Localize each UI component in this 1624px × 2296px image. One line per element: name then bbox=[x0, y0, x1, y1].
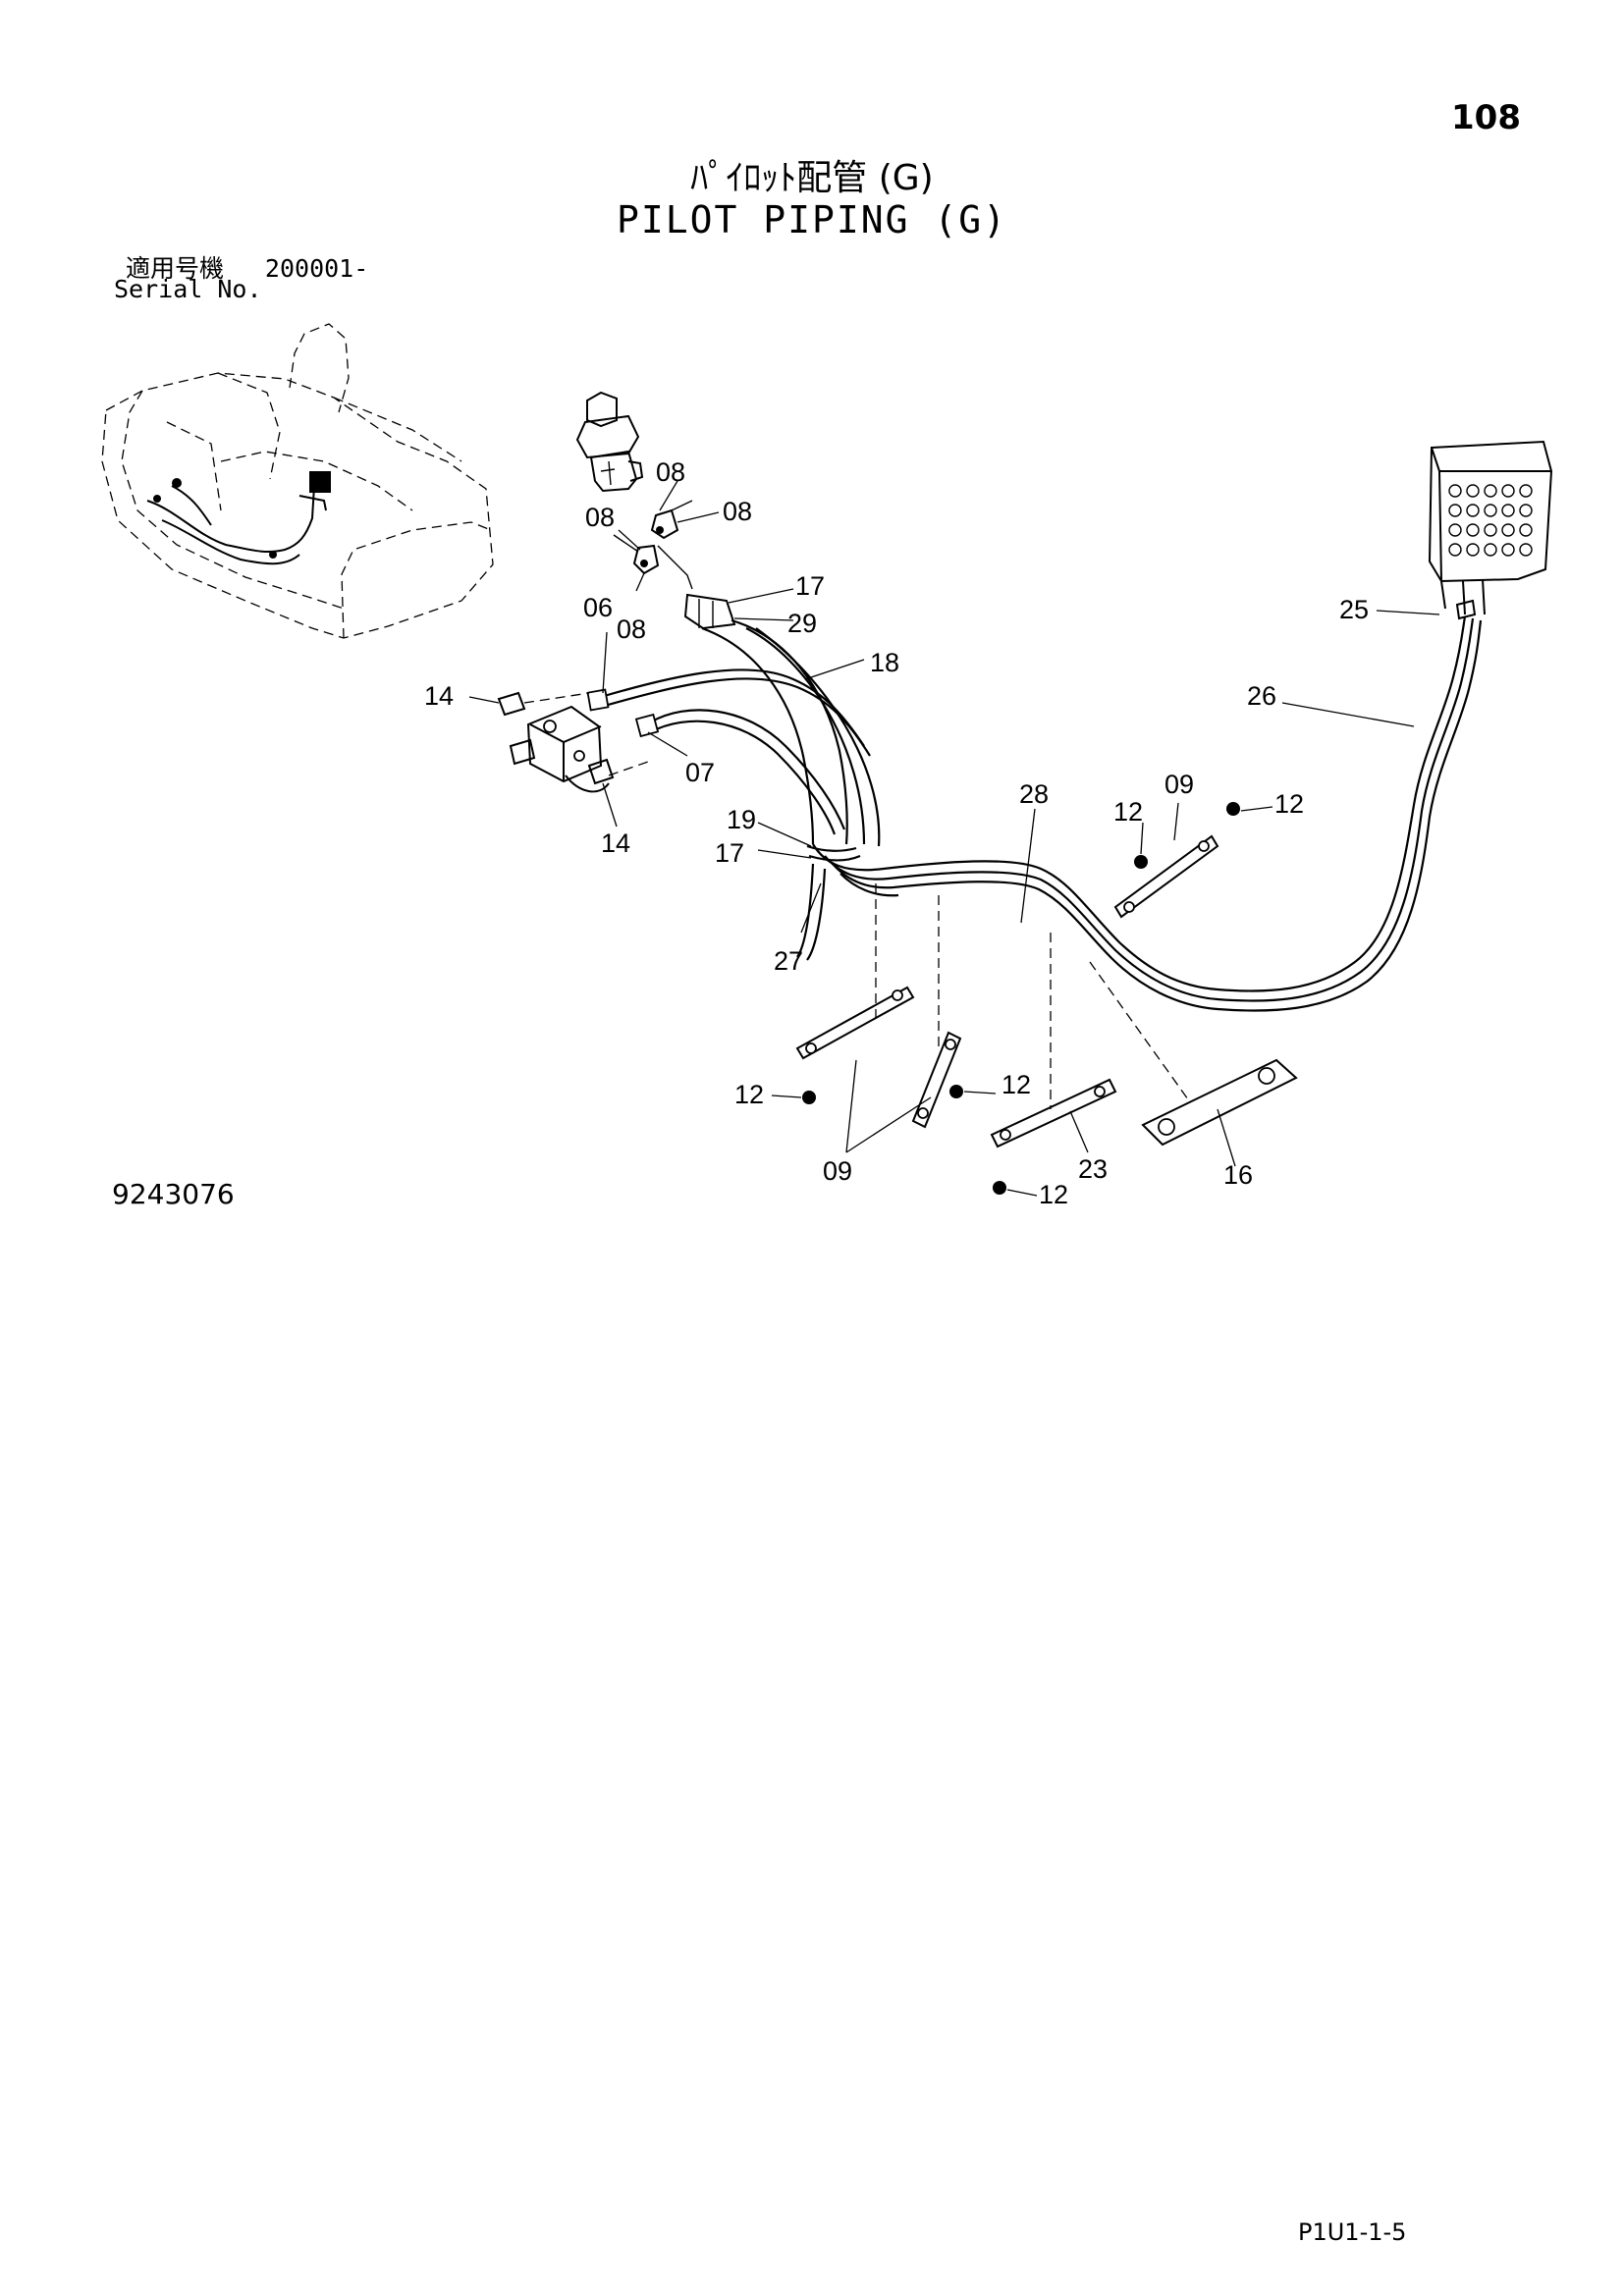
pilot-piping-diagram: 08 08 08 08 17 29 06 18 14 07 14 19 17 2… bbox=[101, 323, 1553, 1209]
serial-label-english: Serial No. bbox=[114, 275, 262, 303]
callout-14-left: 14 bbox=[424, 681, 454, 711]
callout-08-b: 08 bbox=[723, 497, 752, 526]
page-number: 108 bbox=[1451, 98, 1521, 137]
callout-09-bottom: 09 bbox=[823, 1156, 852, 1186]
page-code: P1U1-1-5 bbox=[1298, 2218, 1407, 2246]
callout-29: 29 bbox=[787, 609, 817, 638]
callout-12-c: 12 bbox=[734, 1080, 764, 1109]
callout-12-a: 12 bbox=[1113, 797, 1143, 827]
callout-12-e: 12 bbox=[1039, 1180, 1068, 1209]
callout-06: 06 bbox=[583, 593, 613, 622]
callout-28: 28 bbox=[1019, 779, 1049, 809]
hoses-06-07 bbox=[586, 668, 871, 835]
callout-23: 23 bbox=[1078, 1154, 1108, 1184]
callout-labels: 08 08 08 08 17 29 06 18 14 07 14 19 17 2… bbox=[424, 457, 1369, 1209]
hose-group-27-28 bbox=[796, 615, 1483, 1012]
callout-08-d: 08 bbox=[617, 614, 646, 644]
callout-27: 27 bbox=[774, 946, 803, 976]
hose-bundle-18 bbox=[701, 618, 881, 862]
callout-25: 25 bbox=[1339, 595, 1369, 624]
pilot-valve-assembly bbox=[575, 391, 644, 493]
bracket-09-middle bbox=[911, 1031, 962, 1129]
serial-label-japanese: 適用号機 200001- bbox=[126, 249, 368, 285]
leader-lines bbox=[468, 480, 1440, 1197]
callout-17-bottom: 17 bbox=[715, 838, 744, 868]
bracket-23 bbox=[990, 1078, 1117, 1148]
dashed-drop-lines bbox=[875, 883, 1189, 1109]
callout-12-b: 12 bbox=[1274, 789, 1304, 819]
callout-19: 19 bbox=[727, 805, 756, 834]
bracket-09-left bbox=[795, 986, 915, 1060]
serial-label-jp-text: 適用号機 bbox=[126, 254, 225, 283]
callout-08-c: 08 bbox=[585, 503, 615, 532]
hose-clamp-17-29 bbox=[683, 593, 736, 630]
plate-16 bbox=[1141, 1058, 1298, 1147]
title-japanese: ﾊﾟｲﾛｯﾄ配管 (G) bbox=[690, 158, 934, 198]
serial-value: 200001- bbox=[264, 254, 369, 283]
callout-18: 18 bbox=[870, 648, 899, 677]
control-valve bbox=[1428, 440, 1553, 620]
callout-26: 26 bbox=[1247, 681, 1276, 711]
callout-17-top: 17 bbox=[795, 571, 825, 601]
drawing-number: 9243076 bbox=[112, 1178, 235, 1210]
title-english: PILOT PIPING (G) bbox=[616, 198, 1008, 241]
solenoid-valve-block bbox=[497, 691, 649, 793]
callout-08-a: 08 bbox=[656, 457, 685, 487]
bolts-12 bbox=[802, 802, 1240, 1195]
bracket-09-upper bbox=[1113, 834, 1219, 919]
callout-16: 16 bbox=[1223, 1160, 1253, 1190]
callout-14-bottom: 14 bbox=[601, 828, 630, 858]
callout-07: 07 bbox=[685, 758, 715, 787]
callout-09-top: 09 bbox=[1164, 770, 1194, 799]
callout-12-d: 12 bbox=[1001, 1070, 1031, 1099]
fittings-08 bbox=[613, 500, 693, 590]
machine-overview-illustration bbox=[101, 323, 494, 639]
